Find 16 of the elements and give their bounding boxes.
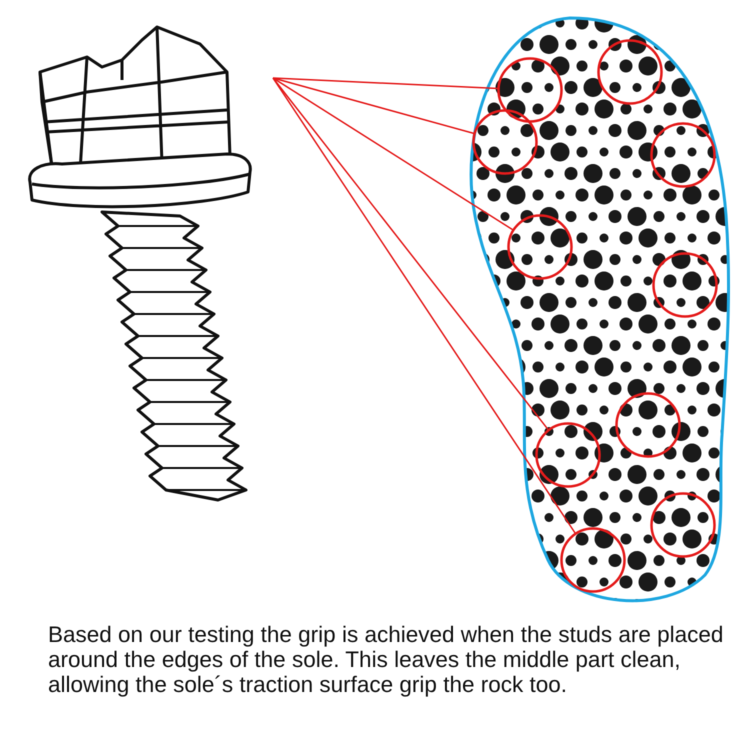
leader-line [272, 77, 475, 134]
stud-position-circle [652, 252, 718, 318]
leader-line [272, 78, 550, 431]
stud-position-circle [535, 422, 601, 488]
stud-position-circle [472, 109, 538, 175]
stud-position-circle [497, 57, 563, 123]
stud-position-circle [650, 122, 716, 188]
stud-position-circle [615, 392, 681, 458]
stud-position-circle [560, 527, 626, 593]
leader-line [272, 77, 499, 90]
stud-position-circle [650, 492, 716, 558]
stud-position-circle [507, 214, 573, 280]
stud-position-circle [597, 39, 663, 105]
leader-line [272, 77, 514, 231]
caption: Based on our testing the grip is achieved when the studs are placed around the edges of the sole. This leaves the middle part clean, allowing the sole´s traction surface grip the rock too. [48, 622, 724, 697]
leader-line [272, 78, 576, 534]
